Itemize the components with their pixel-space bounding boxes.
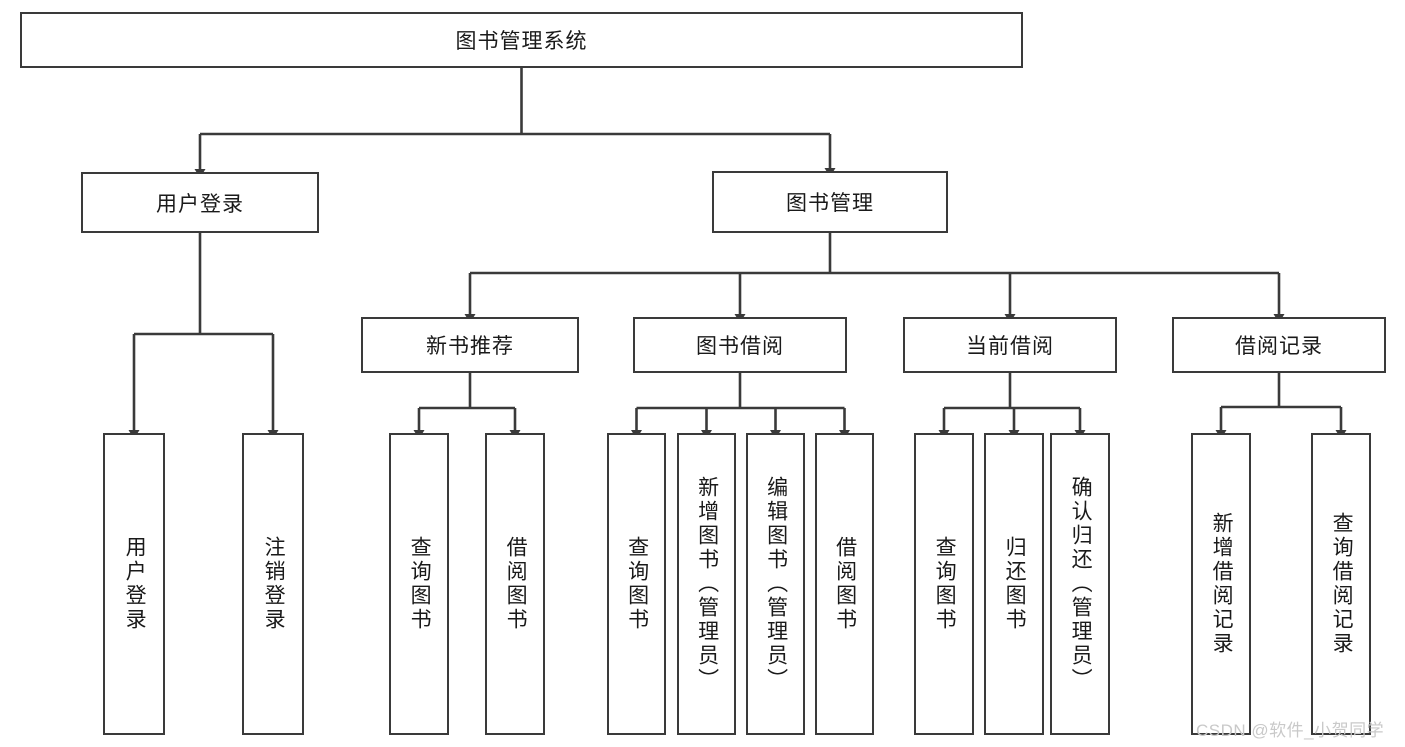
node-label: 新增图书（管理员） <box>695 476 719 692</box>
node-leaf-edit-book[interactable]: 编辑图书（管理员） <box>746 433 805 735</box>
node-leaf-query-book-2[interactable]: 查询图书 <box>607 433 666 735</box>
node-label: 当前借阅 <box>966 335 1054 358</box>
watermark: CSDN @软件_小贺同学 <box>1196 721 1385 740</box>
node-label: 借阅记录 <box>1235 335 1323 358</box>
node-root[interactable]: 图书管理系统 <box>20 12 1023 68</box>
node-book-borrow[interactable]: 图书借阅 <box>633 317 847 373</box>
node-leaf-query-book-3[interactable]: 查询图书 <box>914 433 974 735</box>
node-borrow-record[interactable]: 借阅记录 <box>1172 317 1386 373</box>
node-label: 新书推荐 <box>426 335 514 358</box>
node-leaf-query-record[interactable]: 查询借阅记录 <box>1311 433 1371 735</box>
node-label: 注销登录 <box>262 536 286 632</box>
node-label: 查询图书 <box>933 536 957 632</box>
node-label: 用户登录 <box>156 192 244 216</box>
node-leaf-query-book-1[interactable]: 查询图书 <box>389 433 449 735</box>
node-label: 图书管理系统 <box>455 30 588 53</box>
node-label: 用户登录 <box>123 536 147 632</box>
node-user-login[interactable]: 用户登录 <box>81 172 319 233</box>
node-label: 借阅图书 <box>833 536 857 632</box>
node-label: 查询借阅记录 <box>1330 512 1354 656</box>
node-leaf-add-book[interactable]: 新增图书（管理员） <box>677 433 736 735</box>
node-leaf-logout[interactable]: 注销登录 <box>242 433 304 735</box>
node-label: 归还图书 <box>1003 536 1027 632</box>
node-leaf-user-login[interactable]: 用户登录 <box>103 433 165 735</box>
node-label: 编辑图书（管理员） <box>764 476 788 692</box>
node-leaf-borrow-book-2[interactable]: 借阅图书 <box>815 433 874 735</box>
node-label: 图书借阅 <box>696 335 784 358</box>
node-leaf-add-record[interactable]: 新增借阅记录 <box>1191 433 1251 735</box>
node-label: 查询图书 <box>625 536 649 632</box>
node-leaf-borrow-book-1[interactable]: 借阅图书 <box>485 433 545 735</box>
node-current-borrow[interactable]: 当前借阅 <box>903 317 1117 373</box>
node-label: 借阅图书 <box>504 536 528 632</box>
node-label: 新增借阅记录 <box>1210 512 1234 656</box>
node-new-book-recommend[interactable]: 新书推荐 <box>361 317 579 373</box>
node-label: 查询图书 <box>408 536 432 632</box>
node-leaf-confirm-return[interactable]: 确认归还（管理员） <box>1050 433 1110 735</box>
node-book-manage[interactable]: 图书管理 <box>712 171 948 233</box>
node-label: 确认归还（管理员） <box>1069 476 1093 692</box>
node-label: 图书管理 <box>786 192 874 215</box>
node-leaf-return-book[interactable]: 归还图书 <box>984 433 1044 735</box>
